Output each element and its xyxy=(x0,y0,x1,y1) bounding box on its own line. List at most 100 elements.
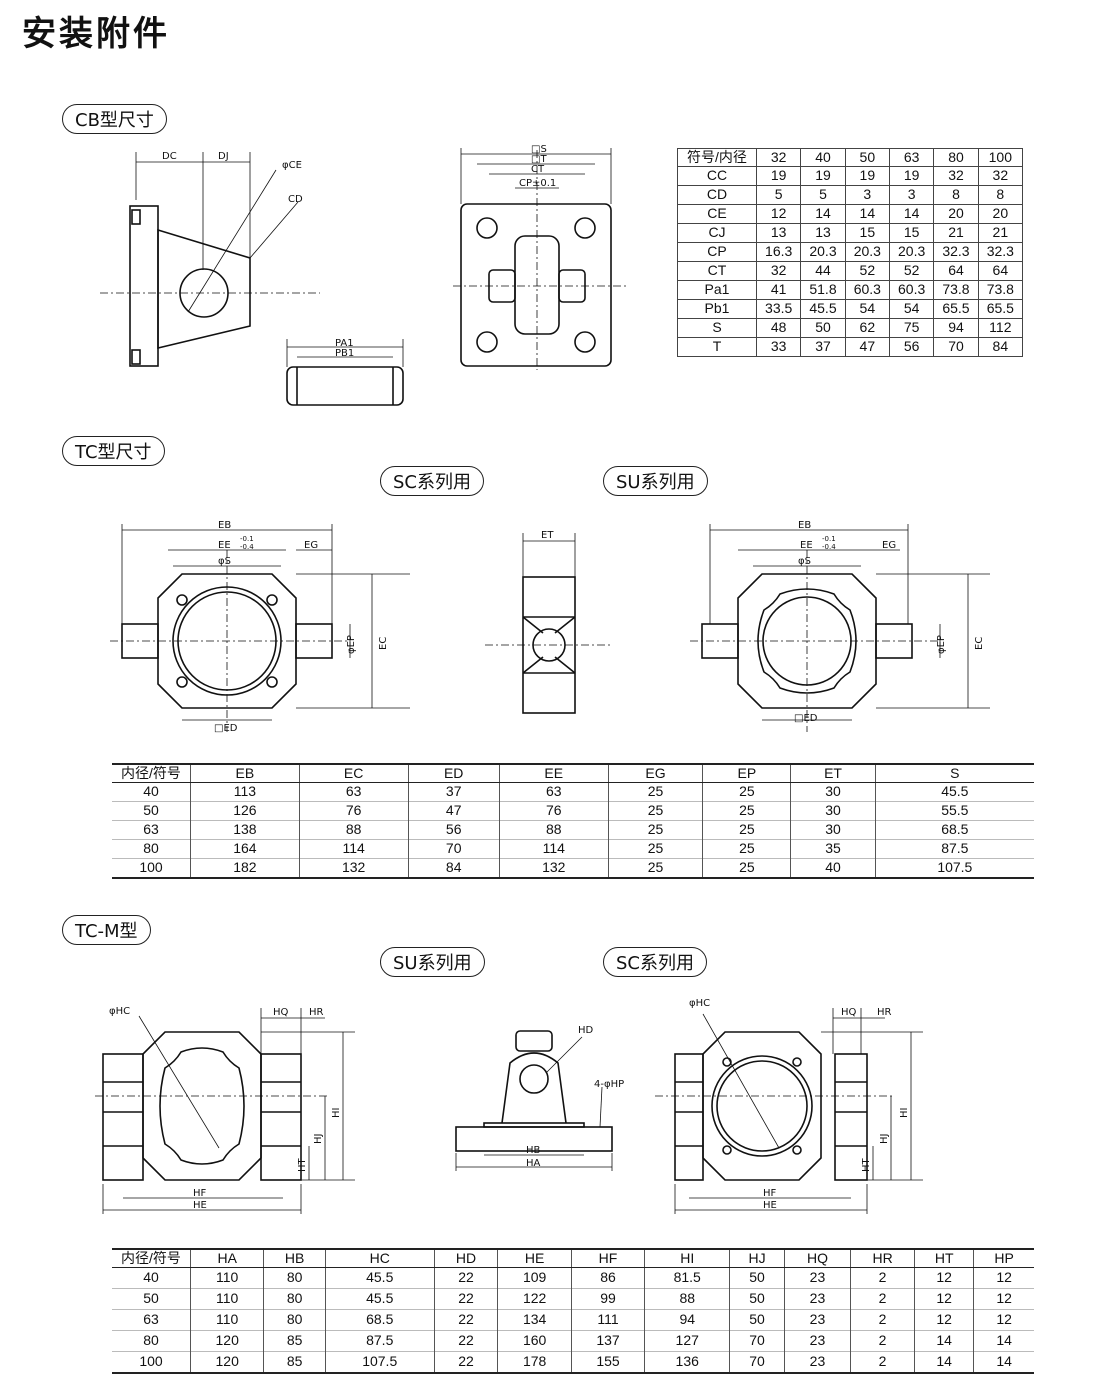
tcm-sc-series-label: SC系列用 xyxy=(603,947,707,977)
cb-side-view-drawing: DC DJ φCE CD xyxy=(100,151,320,367)
table-cell: 12 xyxy=(973,1308,1034,1331)
cb-s-label: □S xyxy=(531,144,547,155)
table-cell: 85 xyxy=(263,1329,326,1352)
table-cell: 132 xyxy=(498,857,609,878)
cb-t-label: □T xyxy=(531,154,547,165)
header-cell: HB xyxy=(263,1249,326,1268)
table-cell: 70 xyxy=(729,1350,785,1373)
tcm-hb-label: HB xyxy=(526,1145,541,1156)
table-cell: 21 xyxy=(977,222,1024,243)
table-cell: 25 xyxy=(607,857,703,878)
cb-ce-label: φCE xyxy=(282,160,302,171)
table-cell: 25 xyxy=(607,819,703,840)
table-cell: 85 xyxy=(263,1350,326,1373)
tc-su-series-label: SU系列用 xyxy=(603,466,708,496)
table-cell: 2 xyxy=(850,1329,915,1352)
tc-et-side-drawing: ET xyxy=(485,530,613,714)
tc-su-drawing: EB EE -0.1 -0.4 EG φS φEP EC □ED xyxy=(690,520,990,732)
table-cell: 21 xyxy=(933,222,979,243)
tcm-sc-hr-label: HR xyxy=(877,1007,892,1018)
table-cell: 25 xyxy=(702,857,791,878)
table-cell: 8 xyxy=(933,184,979,205)
tc-su-ee-tol-lo: -0.4 xyxy=(822,543,836,551)
table-cell: 110 xyxy=(189,1308,264,1331)
table-cell: 32.3 xyxy=(933,241,979,262)
tc-su-eb-label: EB xyxy=(798,520,811,531)
table-cell: 68.5 xyxy=(324,1308,435,1331)
tcm-su-he-label: HE xyxy=(193,1200,207,1211)
table-cell: 30 xyxy=(790,782,876,802)
table-cell: 2 xyxy=(850,1350,915,1373)
table-cell: 50 xyxy=(729,1287,785,1310)
table-cell: 23 xyxy=(783,1287,851,1310)
header-cell: 内径/符号 xyxy=(112,1249,191,1268)
tcm-sc-hq-label: HQ xyxy=(841,1007,857,1018)
header-cell: 32 xyxy=(755,148,802,167)
table-cell: 114 xyxy=(298,838,409,859)
table-cell: 25 xyxy=(702,782,791,802)
table-cell: 80 xyxy=(263,1287,326,1310)
table-cell: 134 xyxy=(497,1308,572,1331)
table-cell: 5 xyxy=(755,184,802,205)
table-cell: 81.5 xyxy=(644,1267,730,1289)
table-cell: 138 xyxy=(190,819,300,840)
tcm-su-hi-label: HI xyxy=(331,1108,342,1118)
table-cell: 60.3 xyxy=(844,279,890,300)
tcm-sc-drawing: φHC HQ HR HI HJ HT HF HE xyxy=(655,998,923,1214)
tc-su-ep-label: φEP xyxy=(936,635,947,654)
table-cell: 16.3 xyxy=(755,241,802,262)
table-cell: 70 xyxy=(933,336,979,357)
table-cell: 14 xyxy=(888,203,935,224)
table-header-row: 内径/符号 HA HB HC HD HE HF HI HJ HQ HR HT H… xyxy=(112,1249,1034,1268)
row-label-cell: S xyxy=(677,317,757,338)
table-cell: 45.5 xyxy=(324,1287,435,1310)
header-cell: 内径/符号 xyxy=(112,764,191,783)
table-cell: 20.3 xyxy=(888,241,935,262)
table-cell: 88 xyxy=(498,819,609,840)
table-cell: 23 xyxy=(783,1350,851,1373)
header-cell: HR xyxy=(850,1249,915,1268)
table-cell: 47 xyxy=(407,800,500,821)
table-cell: 45.5 xyxy=(874,782,1034,802)
table-cell: 178 xyxy=(497,1350,572,1373)
table-cell: 19 xyxy=(755,165,802,186)
table-cell: 126 xyxy=(190,800,300,821)
table-cell: 20.3 xyxy=(844,241,890,262)
table-cell: 33.5 xyxy=(755,298,802,319)
table-cell: 25 xyxy=(702,800,791,821)
header-cell: HC xyxy=(324,1249,435,1268)
table-cell: 56 xyxy=(888,336,935,357)
row-label-cell: 40 xyxy=(143,783,159,800)
table-cell: 65.5 xyxy=(977,298,1024,319)
tcm-su-hj-label: HJ xyxy=(313,1134,324,1144)
table-cell: 14 xyxy=(973,1350,1034,1373)
table-cell: 2 xyxy=(850,1308,915,1331)
table-cell: 45.5 xyxy=(800,298,846,319)
table-cell: 51.8 xyxy=(800,279,846,300)
table-cell: 22 xyxy=(433,1267,498,1289)
table-cell: 19 xyxy=(800,165,846,186)
table-cell: 107.5 xyxy=(874,857,1034,878)
tc-sc-s-label: φS xyxy=(218,556,231,567)
table-cell: 54 xyxy=(888,298,935,319)
table-cell: 32 xyxy=(977,165,1024,186)
cb-front-view-drawing: □S □T CT CP±0.1 xyxy=(453,144,629,370)
tc-sc-ee-tol-lo: -0.4 xyxy=(240,543,254,551)
table-header-row: 符号/内径 32 40 50 63 80 100 xyxy=(677,148,1024,167)
table-cell: 12 xyxy=(973,1267,1034,1289)
table-cell: 107.5 xyxy=(324,1350,435,1373)
table-cell: 3 xyxy=(888,184,935,205)
tcm-ha-label: HA xyxy=(526,1158,541,1169)
table-cell: 64 xyxy=(977,260,1024,281)
table-cell: 70 xyxy=(729,1329,785,1352)
tc-su-ec-label: EC xyxy=(974,637,985,650)
tc-sc-ec-label: EC xyxy=(378,637,389,650)
table-cell: 12 xyxy=(914,1287,974,1310)
table-cell: 47 xyxy=(844,336,890,357)
header-cell: ET xyxy=(790,764,876,783)
